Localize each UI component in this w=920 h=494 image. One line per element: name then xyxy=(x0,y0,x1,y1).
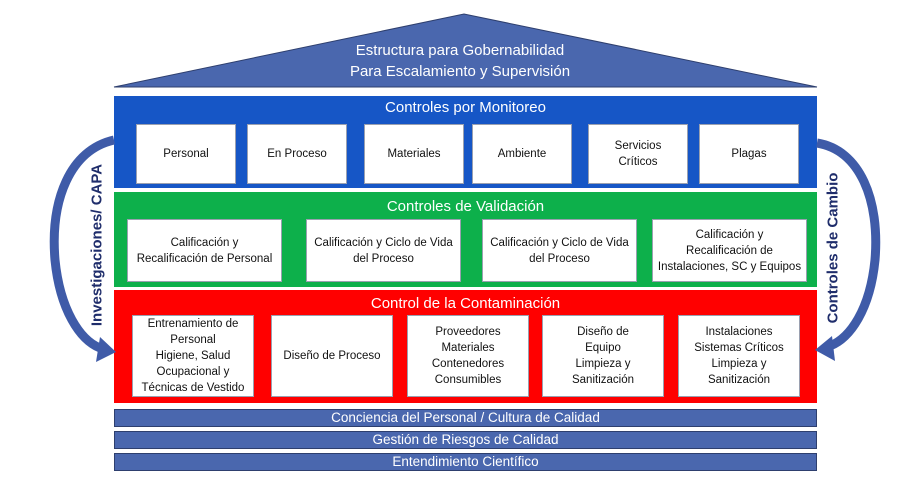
contamination-item: Entrenamiento de Personal Higiene, Salud… xyxy=(132,315,254,397)
contamination-control-section: Control de la Contaminación Entrenamient… xyxy=(114,290,817,403)
foundation-bar-science: Entendimiento Científico xyxy=(114,453,817,471)
roof-title-line1: Estructura para Gobernabilidad xyxy=(355,42,565,59)
contamination-item: Instalaciones Sistemas Críticos Limpieza… xyxy=(678,315,800,397)
roof-title: Estructura para Gobernabilidad Para Esca… xyxy=(260,40,660,82)
validation-controls-section: Controles de Validación Calificación y R… xyxy=(114,192,817,287)
monitoring-item: Servicios Críticos xyxy=(588,124,688,184)
validation-item: Calificación y Recalificación de Persona… xyxy=(127,219,282,282)
validation-title: Controles de Validación xyxy=(386,198,545,215)
foundation-bar-culture: Conciencia del Personal / Cultura de Cal… xyxy=(114,409,817,427)
monitoring-title: Controles por Monitoreo xyxy=(385,99,546,116)
contamination-title: Control de la Contaminación xyxy=(370,295,561,312)
contamination-item: Diseño de Equipo Limpieza y Sanitización xyxy=(542,315,664,397)
monitoring-controls-section: Controles por Monitoreo Personal En Proc… xyxy=(114,96,817,188)
monitoring-item: Ambiente xyxy=(472,124,572,184)
contamination-item: Diseño de Proceso xyxy=(271,315,393,397)
change-controls-label: Controles de Cambio xyxy=(824,172,842,324)
validation-item: Calificación y Recalificación de Instala… xyxy=(652,219,807,282)
monitoring-item: Personal xyxy=(136,124,236,184)
monitoring-item: Materiales xyxy=(364,124,464,184)
roof-title-line2: Para Escalamiento y Supervisión xyxy=(349,63,571,80)
left-curved-arrow-icon xyxy=(49,135,116,362)
contamination-item: Proveedores Materiales Contenedores Cons… xyxy=(407,315,529,397)
foundation-bar-risk: Gestión de Riesgos de Calidad xyxy=(114,431,817,449)
validation-item: Calificación y Ciclo de Vida del Proceso xyxy=(306,219,461,282)
monitoring-item: En Proceso xyxy=(247,124,347,184)
investigations-capa-label: Investigaciones/ CAPA xyxy=(88,163,106,327)
monitoring-item: Plagas xyxy=(699,124,799,184)
validation-item: Calificación y Ciclo de Vida del Proceso xyxy=(482,219,637,282)
